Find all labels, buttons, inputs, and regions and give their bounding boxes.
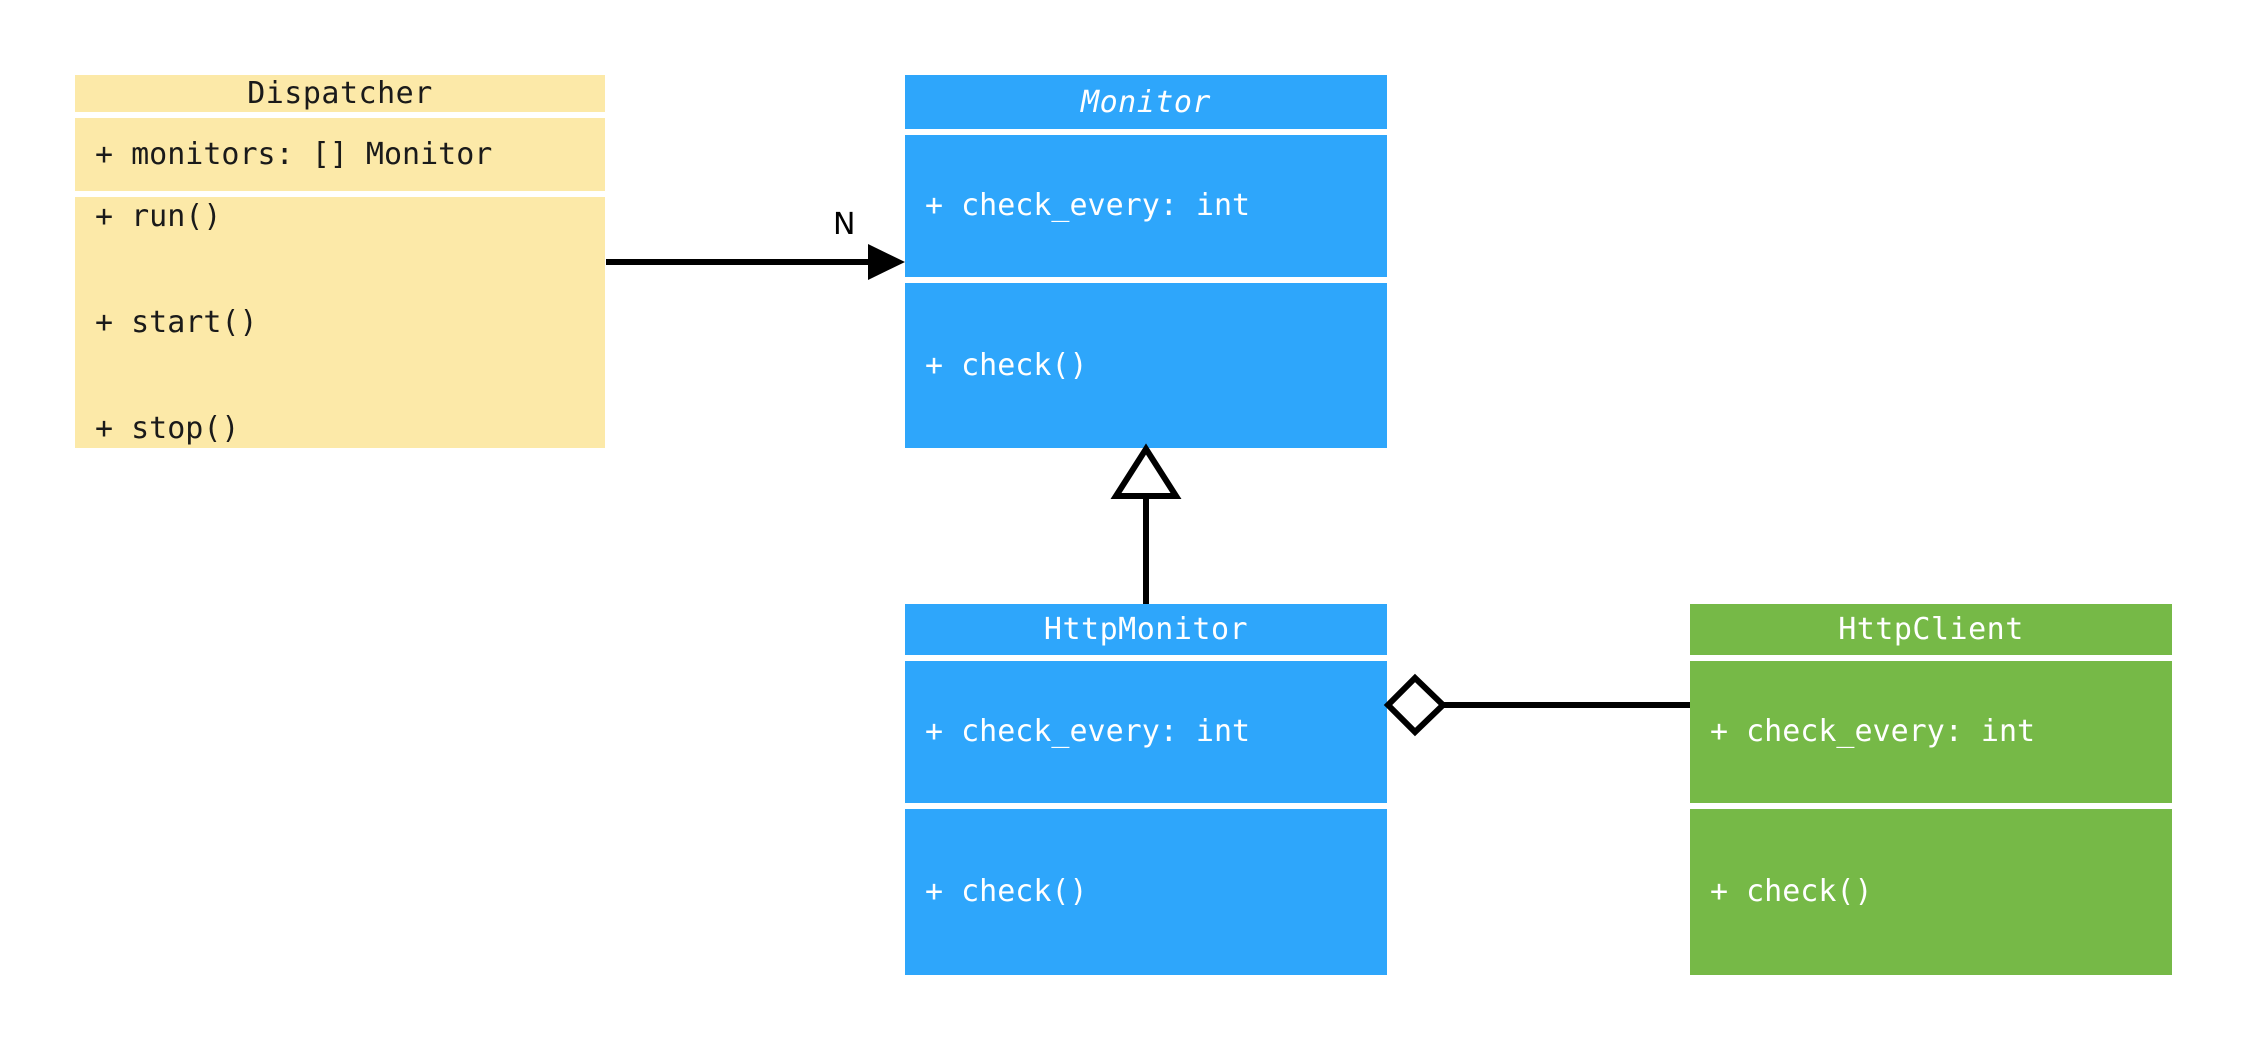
compartment-separator bbox=[905, 129, 1387, 136]
class-name-dispatcher: Dispatcher bbox=[247, 76, 433, 112]
method-item: + check() bbox=[1710, 874, 1873, 910]
class-name-monitor: Monitor bbox=[1081, 84, 1211, 120]
compartment-separator bbox=[905, 276, 1387, 283]
filled-arrowhead-icon bbox=[868, 244, 905, 280]
class-title-compartment-http-monitor: HttpMonitor bbox=[905, 604, 1387, 655]
class-attributes-compartment-dispatcher: + monitors: [] Monitor bbox=[75, 118, 605, 191]
method-list-http-client: + check() bbox=[1690, 809, 2172, 975]
class-methods-compartment-dispatcher: + run() + start() + stop() bbox=[75, 196, 605, 448]
class-name-http-monitor: HttpMonitor bbox=[1043, 611, 1249, 647]
compartment-separator bbox=[1690, 654, 2172, 661]
class-box-monitor[interactable]: Monitor + check_every: int + check() bbox=[905, 75, 1387, 448]
compartment-separator bbox=[905, 803, 1387, 810]
class-methods-compartment-http-client: + check() bbox=[1690, 809, 2172, 976]
attribute-item: + check_every: int bbox=[925, 188, 1251, 224]
class-attributes-compartment-http-monitor: + check_every: int bbox=[905, 660, 1387, 804]
class-name-http-client: HttpClient bbox=[1838, 611, 2024, 647]
class-attributes-compartment-monitor: + check_every: int bbox=[905, 135, 1387, 277]
method-item: + check() bbox=[925, 874, 1088, 910]
attribute-list-http-monitor: + check_every: int bbox=[905, 661, 1387, 804]
method-list-http-monitor: + check() bbox=[905, 809, 1387, 975]
method-list-monitor: + check() bbox=[905, 283, 1387, 448]
class-box-http-monitor[interactable]: HttpMonitor + check_every: int + check() bbox=[905, 604, 1387, 976]
class-title-compartment-monitor: Monitor bbox=[905, 75, 1387, 130]
generalization-httpmonitor-monitor bbox=[1110, 443, 1182, 604]
class-methods-compartment-monitor: + check() bbox=[905, 282, 1387, 448]
attribute-item: + check_every: int bbox=[1710, 714, 2036, 750]
compartment-separator bbox=[75, 190, 605, 197]
method-item: + start() bbox=[95, 304, 258, 340]
compartment-separator bbox=[75, 112, 605, 119]
attribute-list-http-client: + check_every: int bbox=[1690, 661, 2172, 804]
class-title-compartment-http-client: HttpClient bbox=[1690, 604, 2172, 655]
hollow-diamond-icon bbox=[1383, 673, 1448, 737]
method-item: + stop() bbox=[95, 410, 240, 446]
attribute-list-monitor: + check_every: int bbox=[905, 135, 1387, 277]
method-item: + run() bbox=[95, 198, 222, 234]
compartment-separator bbox=[905, 654, 1387, 661]
hollow-triangle-arrowhead-icon bbox=[1110, 443, 1182, 499]
aggregation-httpmonitor-httpclient bbox=[1383, 673, 1690, 737]
class-attributes-compartment-http-client: + check_every: int bbox=[1690, 660, 2172, 804]
attribute-item: + monitors: [] Monitor bbox=[95, 136, 493, 172]
association-label-multiplicity: N bbox=[833, 207, 856, 242]
class-box-dispatcher[interactable]: Dispatcher + monitors: [] Monitor + run(… bbox=[75, 75, 605, 448]
class-title-compartment-dispatcher: Dispatcher bbox=[75, 75, 605, 113]
attribute-list-dispatcher: + monitors: [] Monitor bbox=[75, 118, 605, 190]
method-list-dispatcher: + run() + start() + stop() bbox=[75, 197, 605, 448]
compartment-separator bbox=[1690, 803, 2172, 810]
association-dispatcher-monitor bbox=[606, 244, 905, 280]
method-item: + check() bbox=[925, 347, 1088, 383]
class-methods-compartment-http-monitor: + check() bbox=[905, 809, 1387, 976]
class-box-http-client[interactable]: HttpClient + check_every: int + check() bbox=[1690, 604, 2172, 976]
attribute-item: + check_every: int bbox=[925, 714, 1251, 750]
